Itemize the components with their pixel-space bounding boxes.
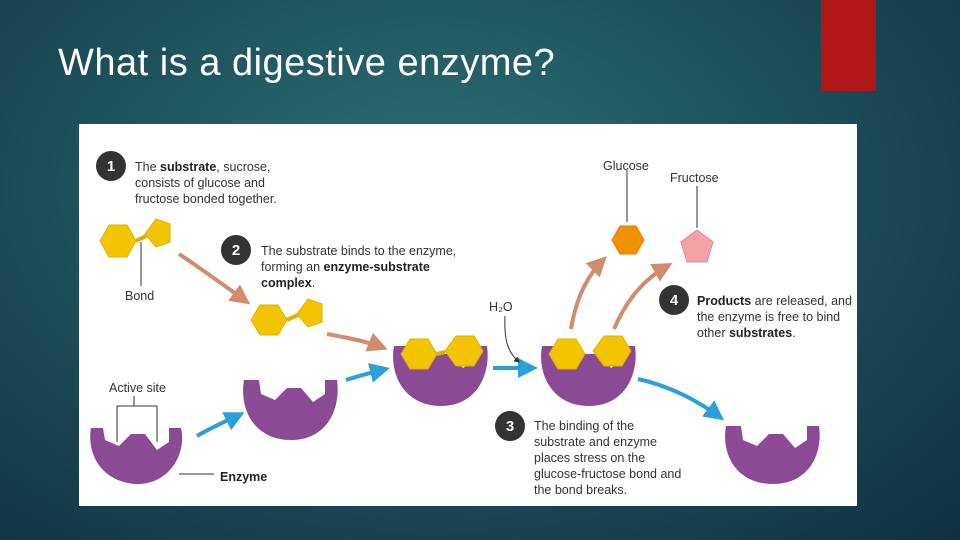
arrow-release-fructose xyxy=(612,263,673,330)
step-1-caption: The substrate, sucrose, consists of gluc… xyxy=(135,160,277,206)
step-1-badge: 1 xyxy=(96,151,126,181)
enzyme-free xyxy=(725,426,820,484)
arrow-enzyme-4 xyxy=(637,377,725,421)
substrate-broken xyxy=(548,335,632,370)
step-2-badge: 2 xyxy=(221,235,251,265)
substrate-step2 xyxy=(250,298,323,336)
slide-title: What is a digestive enzyme? xyxy=(58,42,556,84)
enzyme-stressed xyxy=(541,346,636,406)
step-4-badge: 4 xyxy=(659,285,689,315)
sucrose-molecule xyxy=(99,218,171,258)
enzyme-diagram-graphic xyxy=(90,170,820,485)
active-site-label: Active site xyxy=(109,381,166,395)
arrow-enzyme-2 xyxy=(345,363,390,383)
fructose-product xyxy=(680,186,714,263)
enzyme-1 xyxy=(90,428,183,485)
enzyme-label: Enzyme xyxy=(220,470,268,484)
glucose-label: Glucose xyxy=(603,159,649,173)
bond-label: Bond xyxy=(125,289,155,303)
arrow-bind xyxy=(177,252,251,305)
active-site-pointer xyxy=(116,396,158,442)
glucose-product xyxy=(611,170,645,255)
step-4-caption: Products are released, and the enzyme is… xyxy=(697,294,852,340)
step-3-caption: The binding of the substrate and enzyme … xyxy=(534,419,682,497)
step-2-caption: The substrate binds to the enzyme, formi… xyxy=(261,244,457,290)
water-arrow xyxy=(504,315,520,363)
enzyme-diagram: 1 2 3 4 The substrate, sucrose, consists… xyxy=(79,124,857,506)
enzyme-complex xyxy=(393,346,488,406)
arrow-enzyme-1 xyxy=(195,412,245,438)
substrate-bound xyxy=(400,335,484,370)
water-label: H₂O xyxy=(489,300,513,314)
arrow-to-complex xyxy=(326,332,388,352)
step-3-badge: 3 xyxy=(495,411,525,441)
fructose-label: Fructose xyxy=(670,171,719,185)
accent-bar xyxy=(821,0,876,91)
enzyme-2 xyxy=(243,380,338,440)
arrow-release-glucose xyxy=(569,256,607,330)
